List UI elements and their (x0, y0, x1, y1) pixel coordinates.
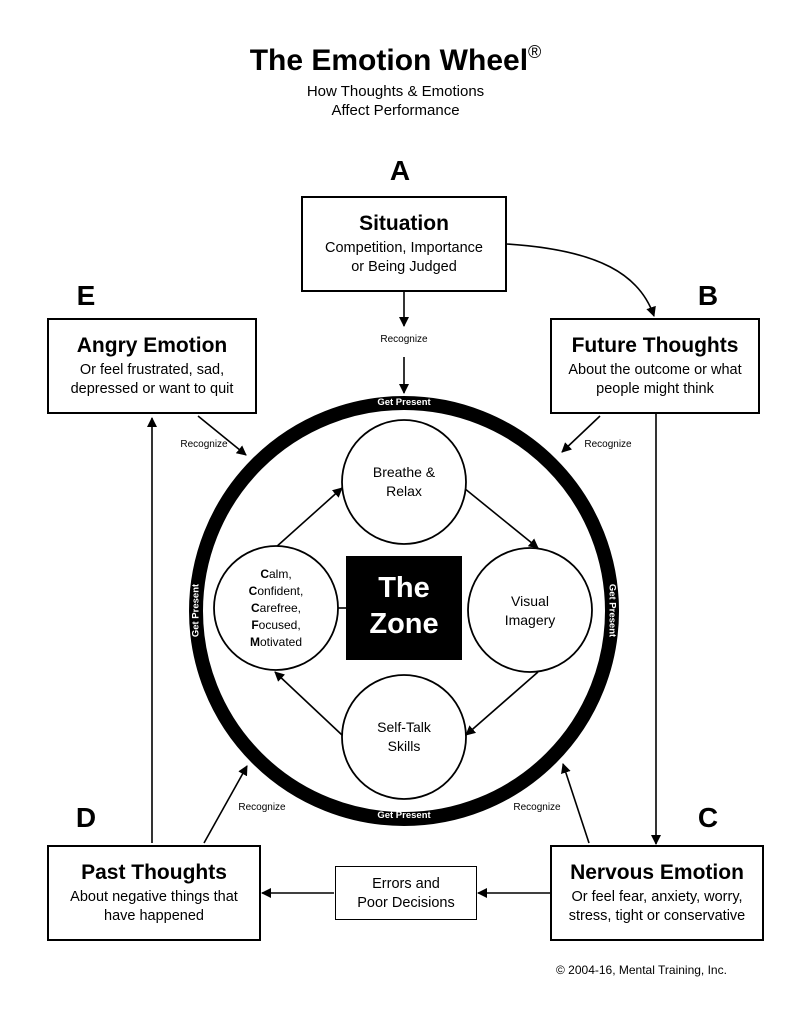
box-future-thoughts: Future Thoughts About the outcome or wha… (550, 318, 760, 414)
box-situation: Situation Competition, Importance or Bei… (301, 196, 507, 292)
recognize-label-right: Recognize (584, 439, 632, 450)
arrow-future-to-ring (561, 415, 601, 453)
arrow-nervous-to-ring (561, 763, 590, 844)
nervous-desc-1: Or feel fear, anxiety, worry, (571, 889, 743, 905)
get-present-bottom: Get Present (377, 810, 431, 821)
arrow-angry-to-ring (197, 415, 247, 456)
letter-d: D (75, 802, 97, 833)
box-past-thoughts: Past Thoughts About negative things that… (47, 845, 261, 941)
future-desc-2: people might think (596, 381, 714, 397)
arrow-breathe-to-visual (463, 487, 539, 549)
errors-line-2: Poor Decisions (357, 895, 455, 911)
recognize-label-left: Recognize (180, 439, 228, 450)
arrow-selftalk-to-calm (274, 671, 343, 736)
calm-item-5: Motivated (249, 635, 303, 649)
situation-desc-1: Competition, Importance (325, 240, 483, 256)
calm-item-3: Carefree, (250, 601, 302, 615)
future-desc-1: About the outcome or what (568, 362, 742, 378)
get-present-top: Get Present (377, 397, 431, 408)
angry-desc-2: depressed or want to quit (70, 381, 234, 397)
letter-a: A (389, 155, 411, 186)
subtitle-line-1: How Thoughts & Emotions (306, 83, 485, 100)
recognize-label-bottom-left: Recognize (238, 802, 286, 813)
future-title: Future Thoughts (571, 334, 739, 357)
self-talk-text: Self-Talk Skills (344, 718, 464, 756)
calm-item-4: Focused, (251, 618, 301, 632)
calm-item-1: Calm, (260, 567, 292, 581)
subtitle-line-2: Affect Performance (331, 102, 460, 119)
letter-c: C (697, 802, 719, 833)
nervous-desc-2: stress, tight or conservative (568, 908, 746, 924)
calm-list: Calm, Confident, Carefree, Focused, Moti… (226, 566, 326, 651)
letter-b: B (697, 280, 719, 311)
angry-desc-1: Or feel frustrated, sad, (79, 362, 225, 378)
breathe-line-1: Breathe & (372, 464, 436, 480)
breathe-relax-text: Breathe & Relax (344, 463, 464, 501)
get-present-left: Get Present (190, 583, 202, 638)
recognize-label-bottom-right: Recognize (513, 802, 561, 813)
selftalk-line-1: Self-Talk (377, 719, 431, 735)
past-desc-2: have happened (104, 908, 204, 924)
arrow-calm-to-breathe (274, 487, 343, 549)
angry-title: Angry Emotion (76, 334, 228, 357)
get-present-ring (189, 396, 619, 826)
past-title: Past Thoughts (81, 861, 227, 884)
circle-calm (213, 545, 339, 671)
recognize-label-top: Recognize (380, 334, 428, 345)
box-errors: Errors and Poor Decisions (335, 866, 477, 920)
diagram-title: The Emotion Wheel® (249, 42, 542, 77)
situation-title: Situation (359, 212, 449, 235)
arrow-past-to-ring (203, 765, 248, 844)
get-present-right: Get Present (606, 583, 618, 638)
circle-visual (467, 547, 593, 673)
arrow-situation-to-future (506, 243, 656, 317)
errors-line-1: Errors and (372, 876, 440, 892)
visual-line-2: Imagery (504, 612, 556, 628)
zone-line-2: Zone (369, 608, 439, 640)
registered-mark: ® (528, 42, 542, 62)
copyright: © 2004-16, Mental Training, Inc. (556, 963, 727, 977)
breathe-line-2: Relax (386, 483, 422, 499)
selftalk-line-2: Skills (387, 738, 421, 754)
zone-line-1: The (378, 572, 430, 604)
visual-line-1: Visual (511, 593, 549, 609)
arrow-visual-to-selftalk (465, 671, 539, 736)
nervous-title: Nervous Emotion (570, 861, 744, 884)
letter-e: E (76, 280, 96, 311)
past-desc-1: About negative things that (70, 889, 238, 905)
visual-imagery-text: Visual Imagery (470, 592, 590, 630)
calm-item-2: Confident, (248, 584, 304, 598)
circle-selftalk (341, 674, 467, 800)
box-nervous-emotion: Nervous Emotion Or feel fear, anxiety, w… (550, 845, 764, 941)
box-angry-emotion: Angry Emotion Or feel frustrated, sad, d… (47, 318, 257, 414)
circle-breathe (341, 419, 467, 545)
the-zone-box: The Zone (346, 556, 462, 660)
situation-desc-2: or Being Judged (351, 259, 457, 275)
